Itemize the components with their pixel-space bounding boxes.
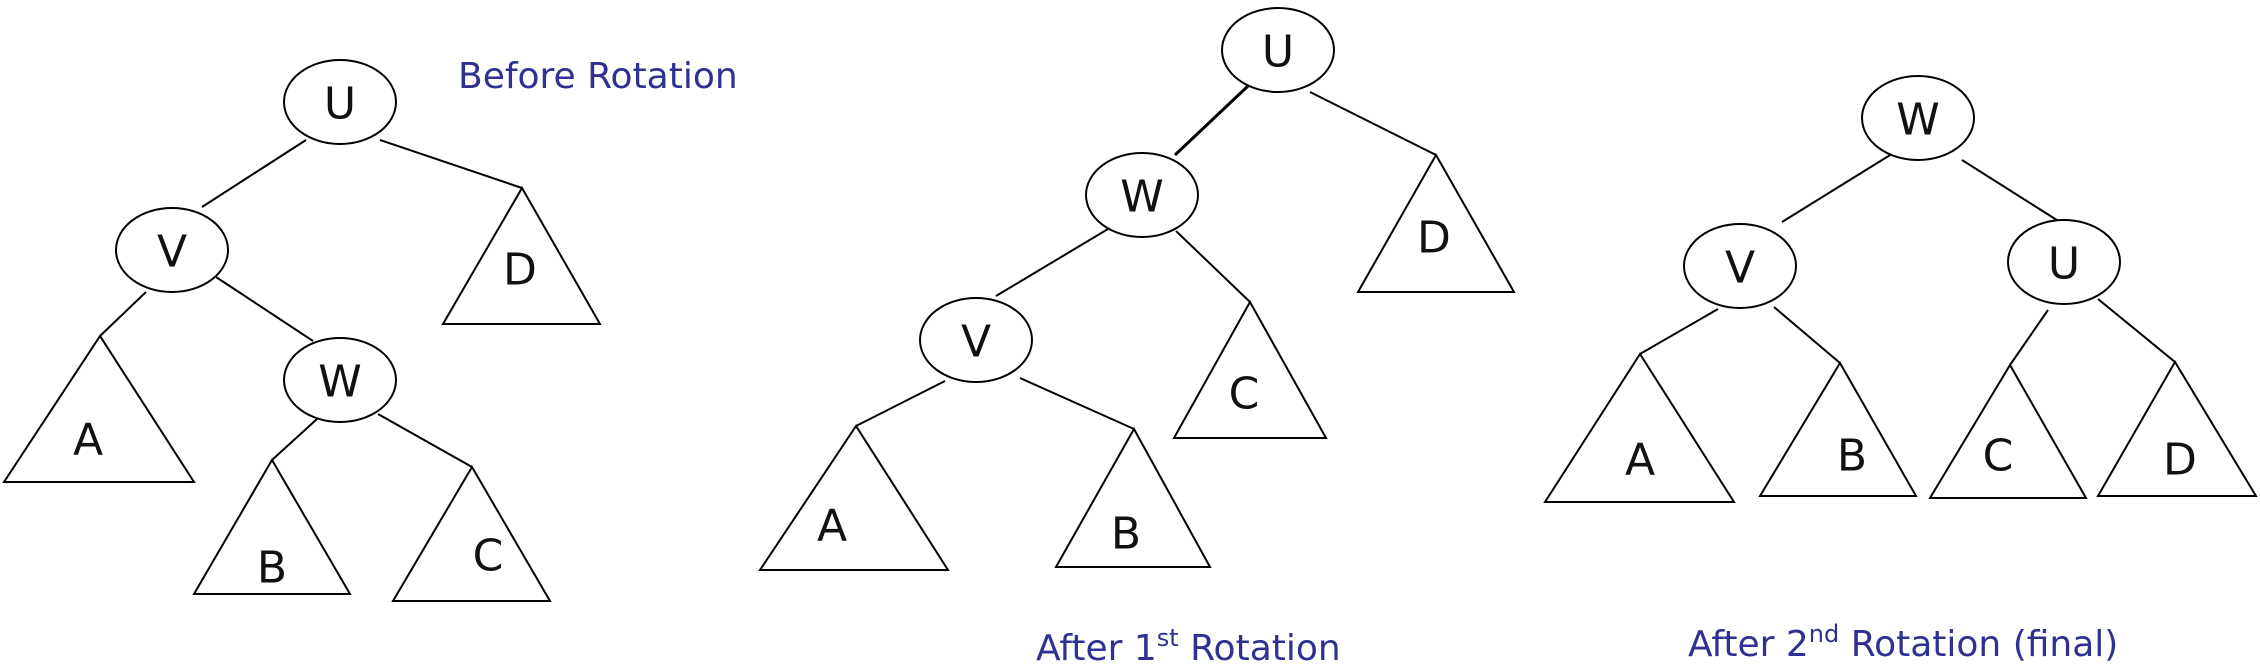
node-v bbox=[115, 207, 229, 293]
node-label-v: V bbox=[1725, 243, 1755, 294]
tree-second bbox=[1543, 75, 2258, 503]
node-label-w: W bbox=[1896, 95, 1940, 146]
subtree-label-b: B bbox=[257, 543, 287, 594]
node-label-v: V bbox=[961, 317, 991, 368]
node-label-w: W bbox=[1120, 172, 1164, 223]
caption-after-second-rotation: After 2nd Rotation (final) bbox=[1688, 620, 2118, 665]
subtree-label-d: D bbox=[1417, 213, 1451, 264]
subtree-b bbox=[1054, 426, 1212, 568]
subtree-label-c: C bbox=[1229, 369, 1260, 420]
edge-u-v bbox=[201, 139, 307, 208]
edge-w-c bbox=[1175, 230, 1251, 303]
subtree-c bbox=[391, 465, 552, 602]
edge-w-c bbox=[377, 413, 473, 468]
edge-v-a bbox=[1639, 308, 1719, 355]
caption-before-rotation: Before Rotation bbox=[458, 56, 738, 97]
node-w bbox=[283, 337, 397, 423]
node-label-u: U bbox=[1262, 27, 1294, 78]
subtree-label-c: C bbox=[473, 531, 504, 582]
subtree-label-b: B bbox=[1111, 509, 1141, 560]
edge-u-d bbox=[1309, 91, 1437, 156]
edge-w-b bbox=[271, 418, 318, 461]
caption-first-prefix: After 1 bbox=[1036, 628, 1157, 668]
subtree-label-d: D bbox=[2163, 435, 2197, 486]
subtree-label-a: A bbox=[817, 501, 847, 552]
edge-w-u bbox=[1961, 159, 2061, 223]
node-v bbox=[1683, 223, 1797, 309]
edge-v-w bbox=[215, 276, 314, 342]
node-v bbox=[919, 297, 1033, 383]
edge-v-a bbox=[99, 291, 147, 337]
edge-u-w bbox=[1173, 84, 1250, 157]
subtree-a bbox=[758, 424, 950, 571]
subtree-label-a: A bbox=[73, 415, 103, 466]
caption-first-suffix: Rotation bbox=[1179, 628, 1341, 668]
tree-first bbox=[758, 7, 1516, 571]
subtree-a bbox=[1543, 352, 1736, 503]
node-label-w: W bbox=[318, 357, 362, 408]
caption-second-prefix: After 2 bbox=[1688, 624, 1809, 665]
node-w bbox=[1861, 75, 1975, 161]
subtree-d bbox=[2096, 360, 2258, 497]
edge-u-d bbox=[379, 139, 523, 189]
subtree-d bbox=[441, 185, 602, 325]
subtree-label-d: D bbox=[503, 245, 537, 296]
node-label-v: V bbox=[157, 227, 187, 278]
caption-second-sup: nd bbox=[1809, 620, 1839, 648]
subtree-a bbox=[2, 334, 196, 483]
node-w bbox=[1085, 152, 1199, 238]
subtree-b bbox=[192, 458, 352, 595]
edge-v-b bbox=[1773, 306, 1841, 364]
edge-v-b bbox=[1019, 377, 1135, 430]
subtree-label-c: C bbox=[1983, 431, 2014, 482]
node-label-u: U bbox=[324, 79, 356, 130]
edge-u-c bbox=[2009, 309, 2049, 366]
edge-w-v bbox=[1781, 151, 1896, 223]
edge-u-d bbox=[2097, 298, 2176, 363]
node-label-u: U bbox=[2048, 239, 2080, 290]
edge-v-a bbox=[855, 380, 946, 427]
subtree-label-b: B bbox=[1837, 431, 1867, 482]
subtree-b bbox=[1758, 361, 1918, 497]
caption-second-suffix: Rotation (final) bbox=[1839, 624, 2118, 665]
subtree-c bbox=[1928, 363, 2088, 499]
edge-w-v bbox=[995, 228, 1109, 297]
subtree-label-a: A bbox=[1625, 435, 1655, 486]
subtree-c bbox=[1172, 299, 1328, 439]
node-u bbox=[1221, 7, 1335, 93]
caption-first-sup: st bbox=[1157, 624, 1179, 652]
subtree-d bbox=[1356, 152, 1516, 293]
tree-before bbox=[2, 59, 602, 602]
caption-after-first-rotation: After 1st Rotation bbox=[1036, 624, 1341, 668]
node-u bbox=[283, 59, 397, 145]
node-u bbox=[2007, 219, 2121, 305]
